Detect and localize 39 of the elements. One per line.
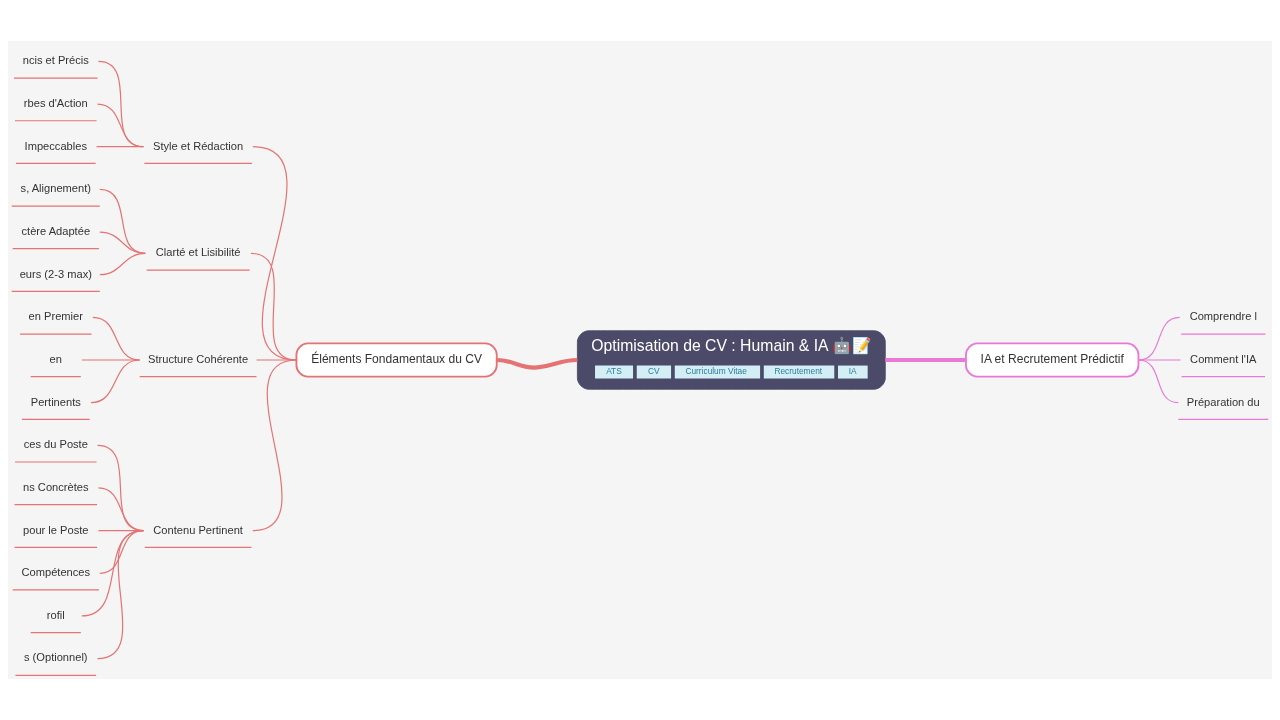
connector (96, 103, 145, 148)
node-text: Préparation du (1186, 395, 1260, 408)
connector (496, 357, 578, 370)
node-text: ns Concrètes (23, 480, 89, 493)
connector (252, 359, 298, 532)
node-text: ctère Adaptée (21, 224, 91, 237)
connector (99, 252, 146, 276)
node-box: Optimisation de CV : Humain & IA 🤖📝 ATS CV Curriculum Vitae Recrutement IA (576, 330, 886, 390)
connector (81, 359, 141, 361)
node-text: Comprendre l (1189, 310, 1257, 323)
node-text: Clarté et Lisibilité (155, 246, 241, 259)
connector (1137, 359, 1179, 404)
node-text: Compétences (21, 566, 91, 579)
node-text: rbes d'Action (23, 96, 88, 109)
node-text: en (49, 352, 62, 365)
node-box: Éléments Fondamentaux du CV (295, 342, 498, 378)
node-text: s (Optionnel) (23, 651, 88, 664)
node-text: Contenu Pertinent (153, 523, 243, 536)
connector (1137, 359, 1182, 361)
node-text: Style et Rédaction (153, 139, 244, 152)
node-text: eurs (2-3 max) (19, 267, 92, 280)
node-text: pour le Poste (23, 523, 89, 536)
node-text: en Premier (28, 310, 83, 323)
node-text: Pertinents (30, 395, 81, 408)
connector (90, 359, 141, 404)
node-text: ces du Poste (23, 438, 88, 451)
connector (1137, 316, 1181, 361)
connector (96, 146, 145, 148)
node-text: rofil (46, 608, 65, 621)
connector (97, 60, 145, 148)
node-text: Comment l'IA (1190, 352, 1257, 365)
connector (96, 530, 145, 660)
node-text: s, Alignement) (20, 182, 91, 195)
node-text: ncis et Précis (22, 54, 89, 67)
node-box: IA et Recrutement Prédictif (965, 342, 1140, 378)
node-text: Structure Cohérente (148, 352, 249, 365)
connector (885, 357, 966, 363)
node-text: Impeccables (24, 139, 87, 152)
connector (99, 188, 146, 254)
